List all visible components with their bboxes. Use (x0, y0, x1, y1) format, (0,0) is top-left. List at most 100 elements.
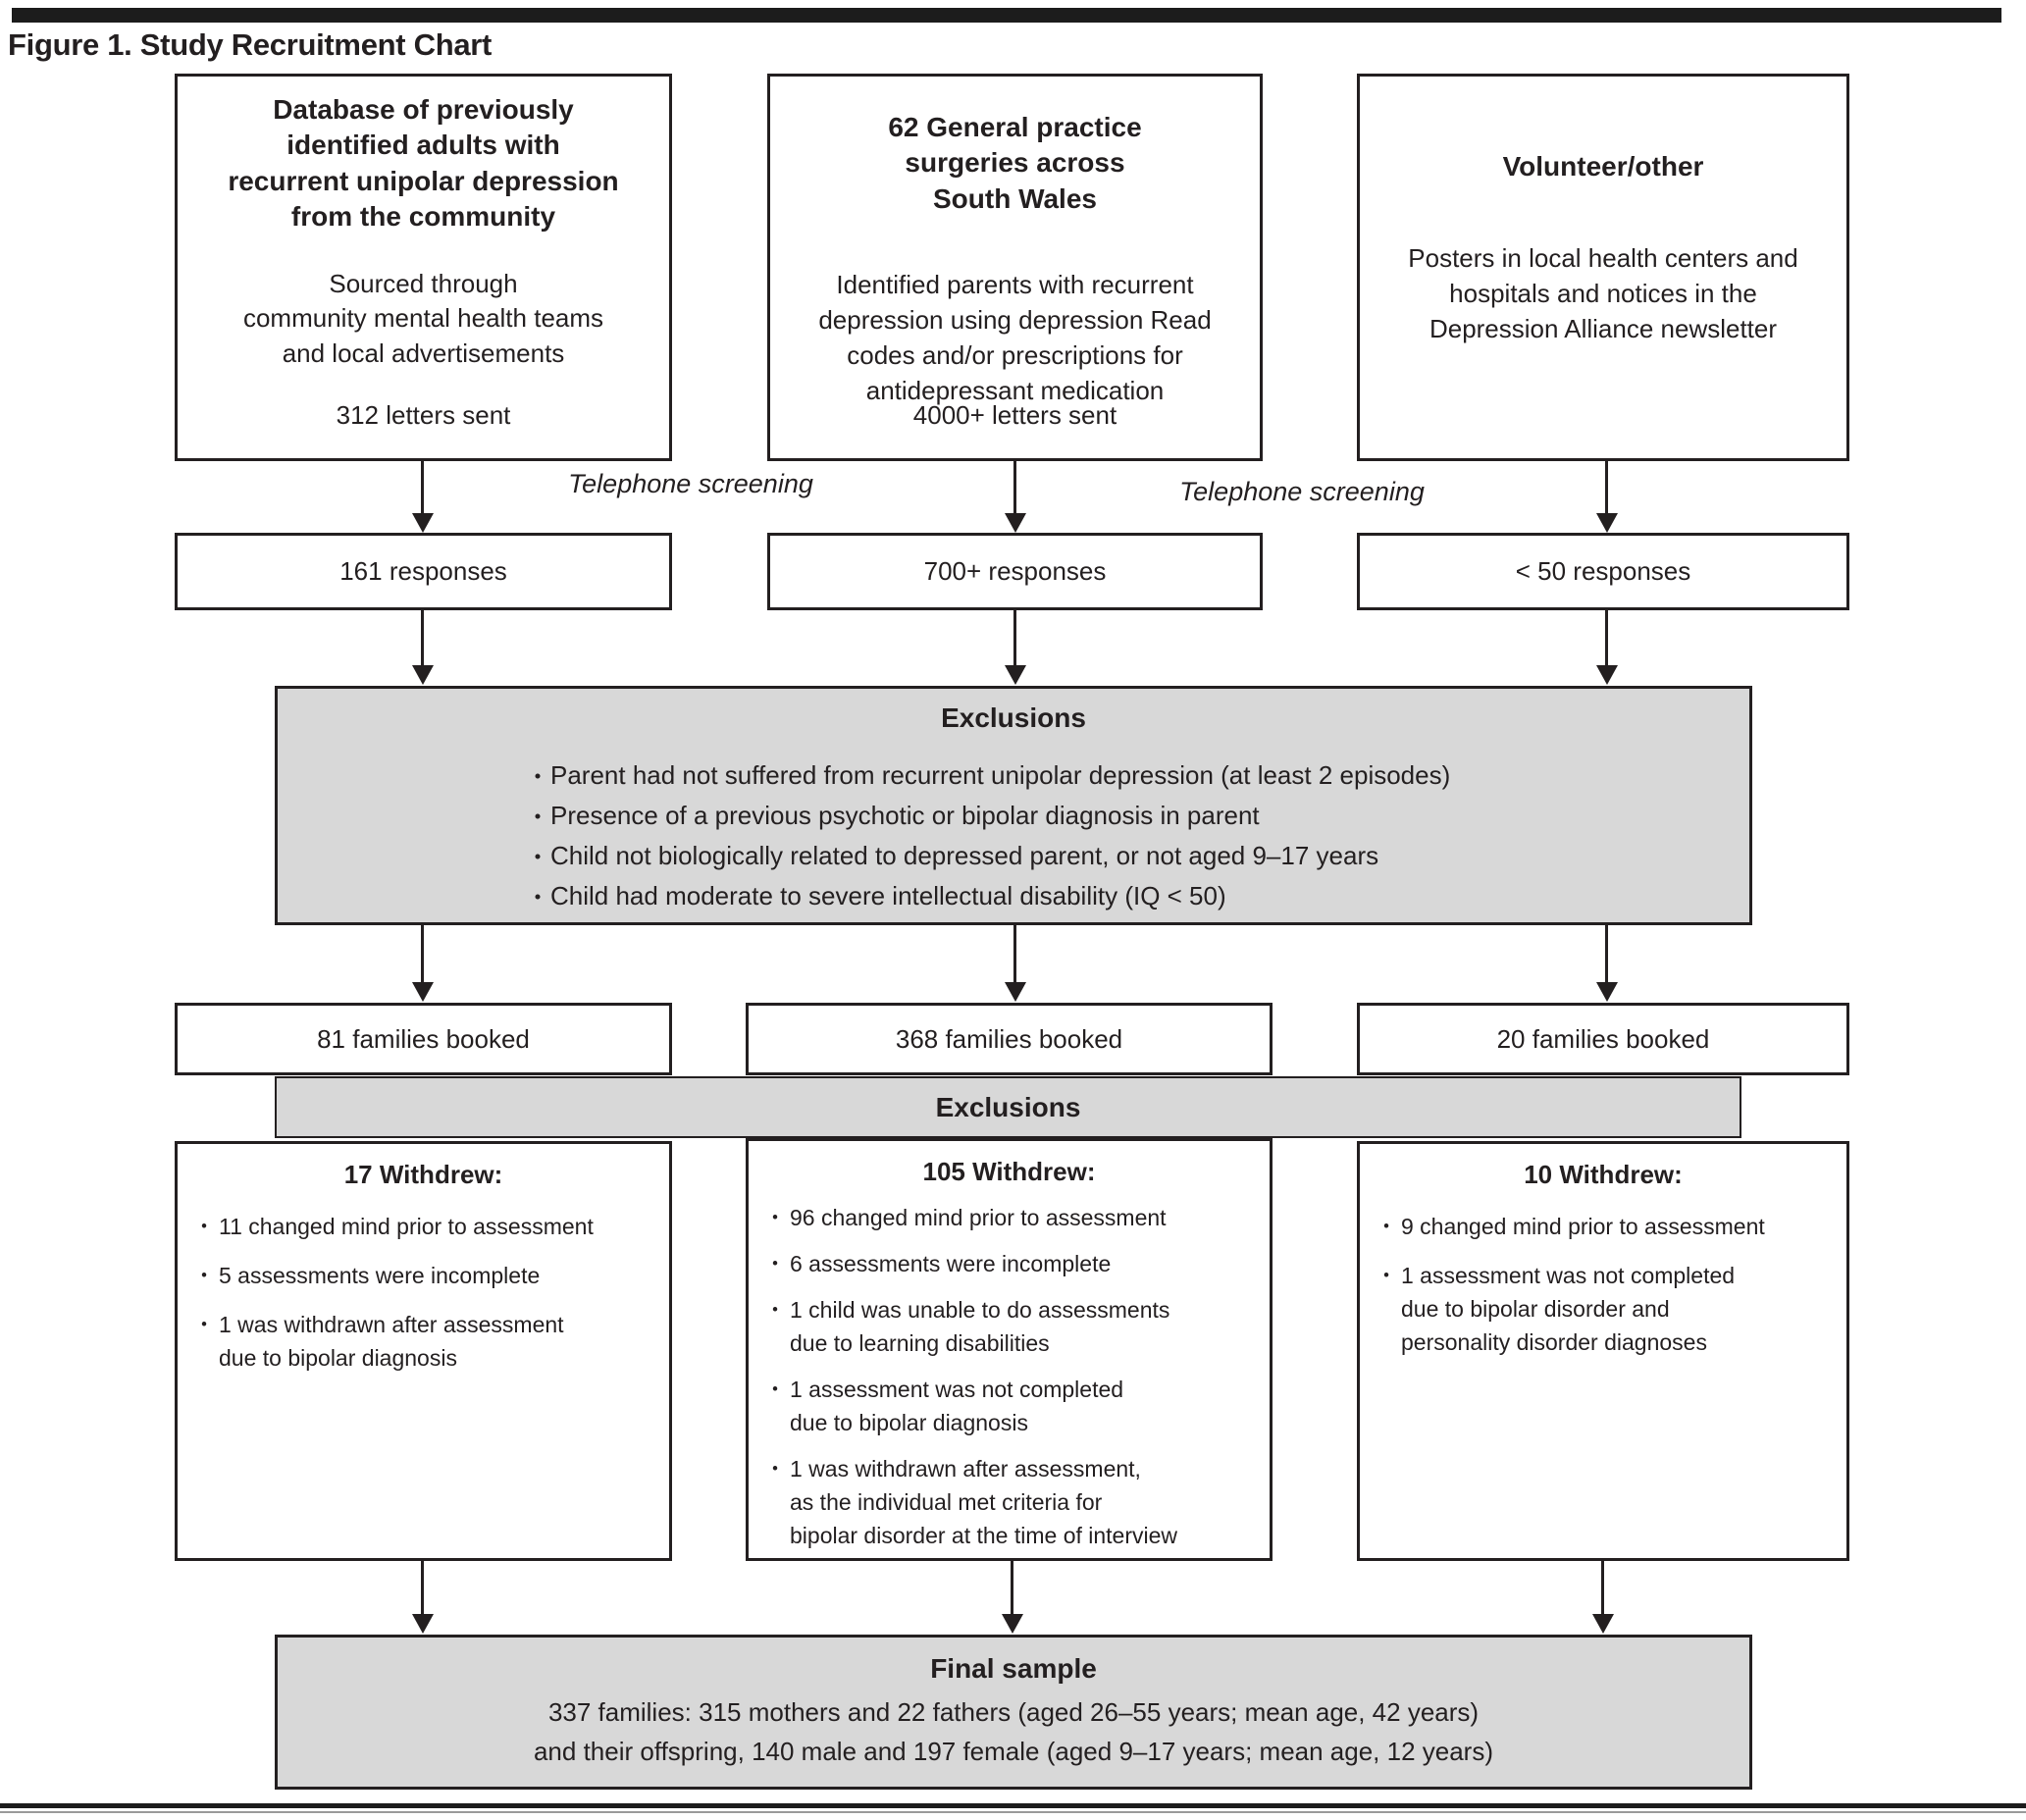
withdrew-list: • 11 changed mind prior to assessment • … (178, 1210, 669, 1375)
withdrew-text: 6 assessments were incomplete (790, 1251, 1112, 1276)
withdrew-item: • 11 changed mind prior to assessment (189, 1210, 661, 1243)
final-sample-heading: Final sample (930, 1653, 1097, 1684)
down-arrow (1605, 610, 1608, 665)
top-rule (12, 8, 2001, 23)
bullet-dot: • (534, 846, 542, 866)
withdrew-item: • 1 assessment was not completed due to … (760, 1373, 1262, 1439)
withdrew-text: 1 was withdrawn after assessment, as the… (790, 1456, 1178, 1548)
down-arrow (421, 610, 424, 665)
withdrew-item: • 1 was withdrawn after assessment, as t… (760, 1452, 1262, 1552)
withdrew-item: • 1 assessment was not completed due to … (1372, 1259, 1839, 1359)
withdrew-item: • 6 assessments were incomplete (760, 1247, 1262, 1280)
withdrew-item: • 9 changed mind prior to assessment (1372, 1210, 1839, 1243)
bullet-dot: • (772, 1300, 778, 1319)
down-arrow (421, 925, 424, 982)
exclusions-band: Exclusions (275, 1076, 1741, 1138)
withdrew-text: 1 assessment was not completed due to bi… (1401, 1263, 1736, 1355)
final-sample-text: 337 families: 315 mothers and 22 fathers… (533, 1697, 1494, 1766)
exclusion-text: Presence of a previous psychotic or bipo… (550, 801, 1260, 830)
down-arrow (1011, 1561, 1013, 1614)
figure-title: Figure 1. Study Recruitment Chart (8, 27, 493, 62)
down-arrow (1601, 1561, 1604, 1614)
responses-text: < 50 responses (1515, 556, 1691, 586)
withdrew-box: 10 Withdrew: • 9 changed mind prior to a… (1357, 1141, 1849, 1561)
bottom-rule (0, 1803, 2026, 1808)
source-description: Posters in local health centers and hosp… (1408, 243, 1798, 344)
down-arrow (421, 1561, 424, 1614)
bullet-dot: • (201, 1315, 207, 1333)
bullet-dot: • (534, 886, 542, 907)
down-arrow (1013, 925, 1016, 982)
families-booked-text: 368 families booked (895, 1023, 1123, 1054)
bottom-rule-shadow (0, 1811, 2026, 1813)
source-heading: Volunteer/other (1502, 151, 1704, 182)
withdrew-item: • 1 was withdrawn after assessment due t… (189, 1308, 661, 1375)
exclusions-box: Exclusions • Parent had not suffered fro… (275, 686, 1752, 925)
letters-sent: 312 letters sent (336, 400, 511, 430)
down-arrow (1605, 925, 1608, 982)
withdrew-list: • 9 changed mind prior to assessment • 1… (1360, 1210, 1846, 1359)
responses-box: 700+ responses (767, 533, 1263, 610)
withdrew-text: 1 child was unable to do assessments due… (790, 1297, 1170, 1356)
source-description: Identified parents with recurrent depres… (818, 270, 1212, 405)
withdrew-heading: 17 Withdrew: (343, 1160, 503, 1189)
bullet-dot: • (1383, 1266, 1389, 1284)
exclusions-heading: Exclusions (941, 702, 1086, 733)
bullet-dot: • (772, 1379, 778, 1398)
exclusion-text: Child not biologically related to depres… (550, 841, 1379, 870)
down-arrow (1013, 461, 1016, 513)
final-sample-box: Final sample 337 families: 315 mothers a… (275, 1635, 1752, 1790)
down-arrow (1605, 461, 1608, 513)
withdrew-text: 1 assessment was not completed due to bi… (790, 1377, 1124, 1435)
bullet-dot: • (772, 1208, 778, 1226)
withdrew-text: 9 changed mind prior to assessment (1401, 1214, 1765, 1239)
exclusions-list: • Parent had not suffered from recurrent… (278, 755, 1749, 916)
responses-text: 700+ responses (923, 556, 1107, 586)
families-booked-text: 20 families booked (1496, 1023, 1710, 1054)
bullet-dot: • (534, 765, 542, 786)
source-box-community: Database of previously identified adults… (175, 74, 672, 461)
exclusion-text: Parent had not suffered from recurrent u… (550, 760, 1451, 790)
bullet-dot: • (772, 1459, 778, 1478)
exclusion-item: • Child had moderate to severe intellect… (525, 876, 1730, 916)
withdrew-heading: 105 Withdrew: (922, 1157, 1096, 1186)
down-arrow (1013, 610, 1016, 665)
bullet-dot: • (772, 1254, 778, 1273)
responses-box: < 50 responses (1357, 533, 1849, 610)
withdrew-item: • 1 child was unable to do assessments d… (760, 1293, 1262, 1360)
exclusions-band-heading: Exclusions (935, 1091, 1081, 1122)
telephone-screening-label: Telephone screening (568, 469, 813, 498)
down-arrow (421, 461, 424, 513)
withdrew-box: 105 Withdrew: • 96 changed mind prior to… (746, 1138, 1273, 1561)
families-booked-box: 20 families booked (1357, 1003, 1849, 1075)
withdrew-item: • 96 changed mind prior to assessment (760, 1201, 1262, 1234)
withdrew-list: • 96 changed mind prior to assessment • … (749, 1201, 1270, 1552)
withdrew-box: 17 Withdrew: • 11 changed mind prior to … (175, 1141, 672, 1561)
withdrew-item: • 5 assessments were incomplete (189, 1259, 661, 1292)
source-box-gp-surgeries: 62 General practice surgeries across Sou… (767, 74, 1263, 461)
bullet-dot: • (1383, 1217, 1389, 1235)
withdrew-heading: 10 Withdrew: (1524, 1160, 1683, 1189)
bullet-dot: • (201, 1266, 207, 1284)
bullet-dot: • (201, 1217, 207, 1235)
exclusion-item: • Presence of a previous psychotic or bi… (525, 796, 1730, 836)
telephone-screening-label: Telephone screening (1179, 477, 1425, 506)
source-box-volunteer: Volunteer/other Posters in local health … (1357, 74, 1849, 461)
exclusion-item: • Child not biologically related to depr… (525, 836, 1730, 876)
responses-text: 161 responses (339, 556, 507, 586)
source-description: Sourced through community mental health … (242, 268, 604, 369)
bullet-dot: • (534, 806, 542, 826)
exclusion-item: • Parent had not suffered from recurrent… (525, 755, 1730, 796)
families-booked-box: 368 families booked (746, 1003, 1273, 1075)
families-booked-box: 81 families booked (175, 1003, 672, 1075)
responses-box: 161 responses (175, 533, 672, 610)
withdrew-text: 5 assessments were incomplete (219, 1263, 541, 1288)
letters-sent: 4000+ letters sent (912, 400, 1117, 430)
withdrew-text: 1 was withdrawn after assessment due to … (219, 1312, 564, 1371)
source-heading: Database of previously identified adults… (228, 94, 619, 233)
withdrew-text: 96 changed mind prior to assessment (790, 1205, 1167, 1230)
families-booked-text: 81 families booked (317, 1023, 530, 1054)
source-heading: 62 General practice surgeries across Sou… (888, 112, 1142, 214)
withdrew-text: 11 changed mind prior to assessment (219, 1214, 594, 1239)
